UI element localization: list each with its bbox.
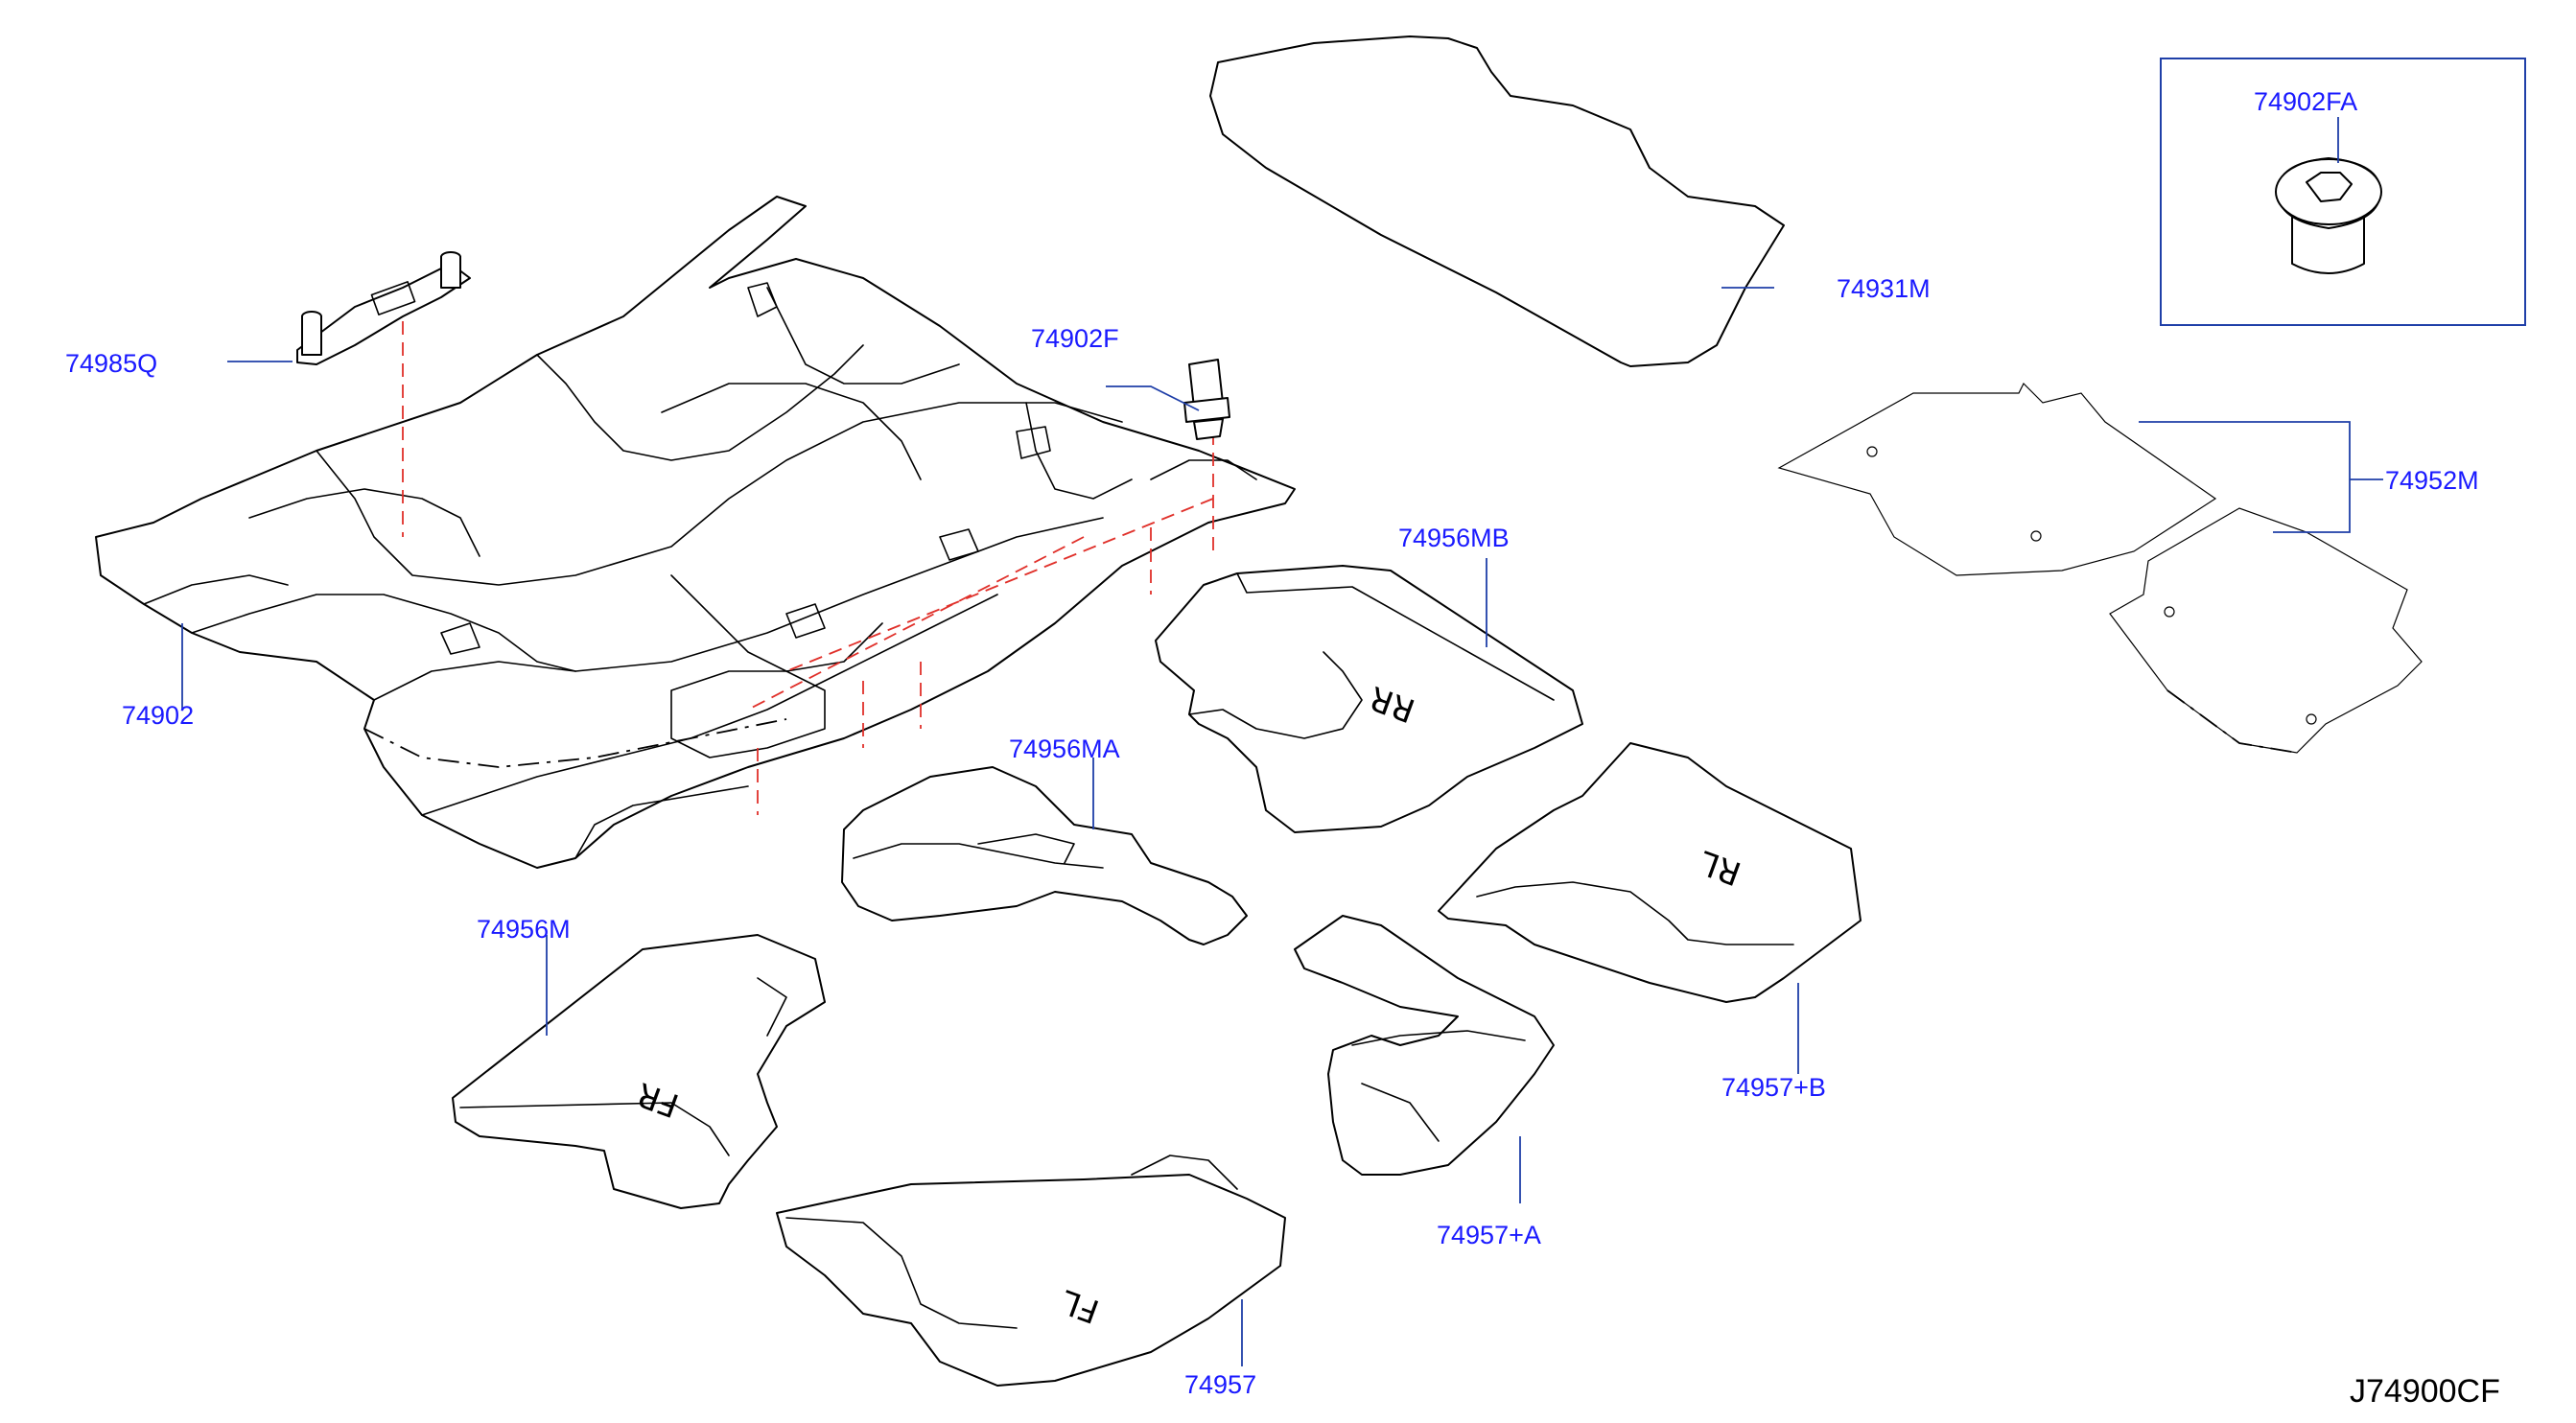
callout-74931m[interactable]: 74931M xyxy=(1837,274,1931,303)
floor-carpet-assembly[interactable] xyxy=(95,196,1296,869)
insulator-74952m-upper[interactable] xyxy=(1777,382,2217,576)
callout-74956ma[interactable]: 74956MA xyxy=(1009,735,1120,763)
mat-74957b[interactable]: RL xyxy=(1438,742,1862,1003)
detail-box-74902fa xyxy=(2160,58,2526,326)
leader-lines xyxy=(181,117,2383,1366)
mat-74956m[interactable]: FR xyxy=(452,934,826,1209)
callout-74902fa[interactable]: 74902FA xyxy=(2254,87,2357,116)
mat-74957[interactable]: FL xyxy=(776,1155,1286,1387)
mat-74957a[interactable] xyxy=(1294,915,1555,1176)
clip-74985q[interactable] xyxy=(296,251,471,365)
fastener-74902f[interactable] xyxy=(1183,359,1230,440)
mat-74956mb[interactable]: RR xyxy=(1155,565,1583,833)
callout-74952m[interactable]: 74952M xyxy=(2385,466,2479,495)
callout-74957a[interactable]: 74957+A xyxy=(1437,1221,1541,1249)
callout-74985q[interactable]: 74985Q xyxy=(65,349,157,378)
part-callouts: 74985Q 74902F 74931M 74902FA 74952M 7495… xyxy=(65,87,2479,1399)
callout-74957[interactable]: 74957 xyxy=(1184,1370,1256,1399)
callout-74902f[interactable]: 74902F xyxy=(1031,324,1119,353)
callout-74956mb[interactable]: 74956MB xyxy=(1398,524,1510,552)
insulator-74952m-lower[interactable] xyxy=(2109,507,2423,754)
mat-74956ma[interactable] xyxy=(841,766,1248,945)
fastener-74902fa[interactable] xyxy=(2275,157,2382,274)
callout-74956m[interactable]: 74956M xyxy=(477,915,571,944)
callout-74902[interactable]: 74902 xyxy=(122,701,194,730)
mat-74931m[interactable] xyxy=(1209,35,1785,367)
callout-74957b[interactable]: 74957+B xyxy=(1721,1073,1826,1102)
diagram-code: J74900CF xyxy=(2350,1373,2500,1410)
